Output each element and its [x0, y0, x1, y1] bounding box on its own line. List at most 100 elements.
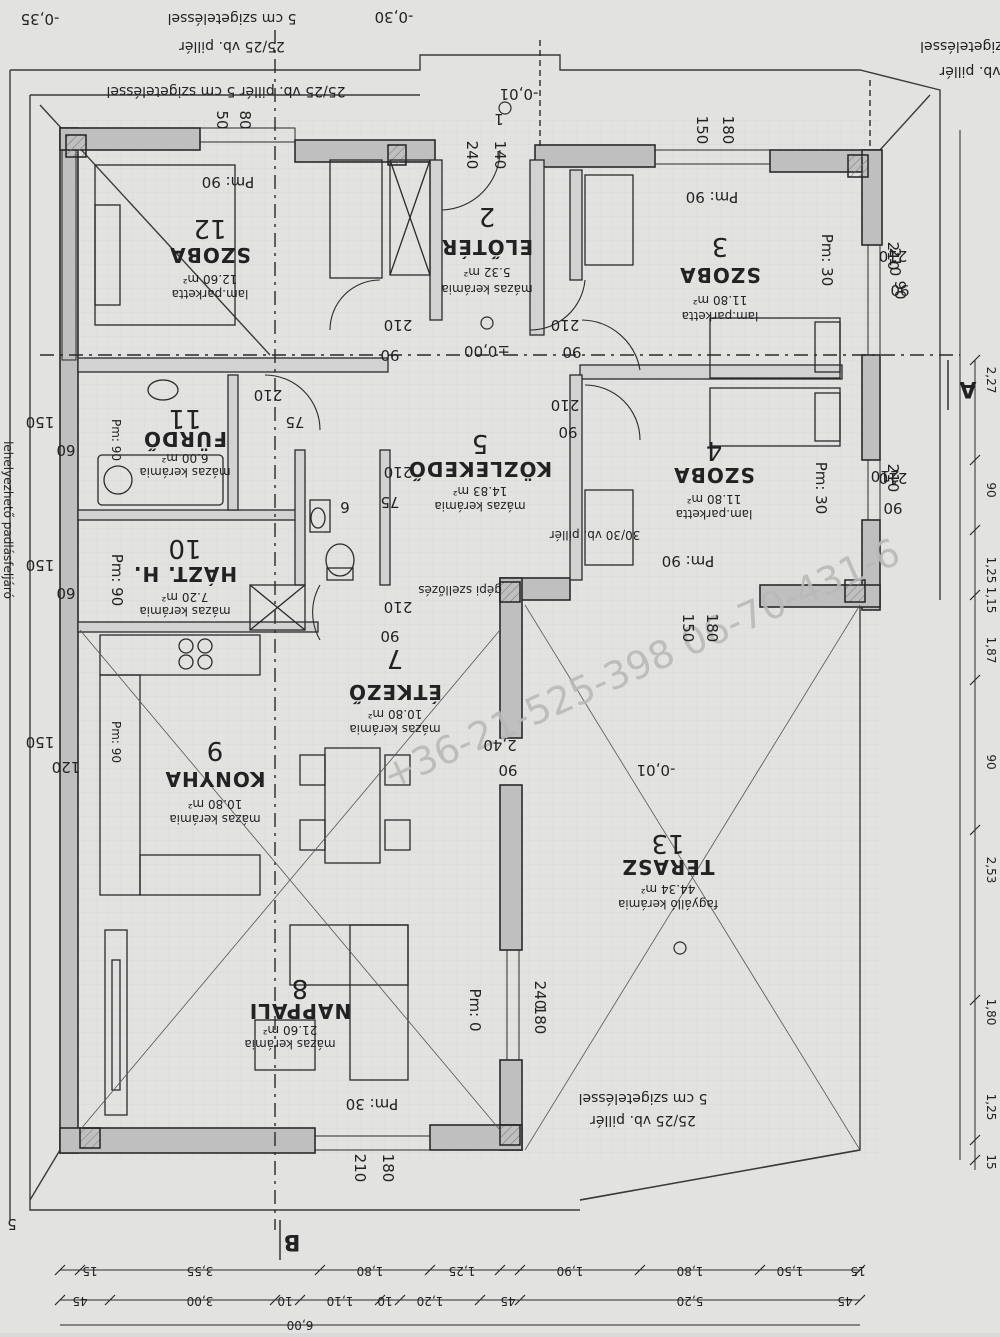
room-13-name: TERASZ — [621, 855, 714, 879]
room-9-area: 10.80 m² — [187, 797, 242, 811]
terrace-insulation-note: 5 cm szigeteléssel — [579, 1090, 708, 1106]
door-dim-d50: 50 — [213, 110, 231, 129]
room-10-floor: mázas kerámia — [139, 604, 230, 618]
room-9-number: 9 — [207, 735, 224, 765]
door-dim-d150b: 150 — [679, 614, 697, 643]
door-dim-d210e: 210 — [384, 463, 413, 481]
right-dim-9: 15 — [984, 1154, 998, 1169]
room-7-number: 7 — [387, 643, 404, 673]
right-dim-0: 2,27 — [984, 367, 998, 394]
tick-r1-2 — [314, 1264, 326, 1276]
room-9-floor: mázas kerámia — [169, 812, 260, 826]
door-dim-d180b: 180 — [703, 614, 721, 643]
room-6-number: 6 — [340, 498, 350, 516]
tick-r2-5 — [394, 1294, 406, 1306]
interior-level: ±0,00 — [464, 342, 510, 360]
tick-r-5 — [969, 824, 981, 836]
door-dim-d90f: 90 — [890, 281, 909, 299]
room-5-number: 5 — [472, 428, 489, 458]
tick-r1-0 — [54, 1264, 66, 1276]
tick-r1-6 — [634, 1264, 646, 1276]
bottom-dim-row2-0: 45 — [72, 1294, 87, 1308]
right-dim-4: 1,87 — [984, 637, 998, 664]
right-insulation-note: szigeteléssel — [920, 38, 1000, 54]
columns — [65, 134, 869, 1149]
tick-r1-1 — [74, 1264, 86, 1276]
left-bottom-label: 5 — [7, 1215, 17, 1233]
door-dim-d210i: 210 — [879, 247, 908, 265]
room-5-name: KÖZLEKEDŐ — [408, 457, 552, 481]
door-dim-r90a: 90 — [891, 280, 909, 299]
door-dim-d180a: 180 — [719, 116, 737, 145]
room-2-area: 5.32 m² — [463, 265, 510, 279]
door-dim-w150b: 150 — [26, 556, 55, 574]
tick-r-6 — [969, 994, 981, 1006]
bottom-dim-row1-7: 15 — [850, 1264, 865, 1278]
door-dim-w120: 120 — [52, 758, 81, 776]
tick-r-3 — [969, 589, 981, 601]
right-dim-6: 2,53 — [984, 857, 998, 884]
pillar-30-note: 30/30 vb. pillér — [550, 528, 641, 542]
bottom-dim-row2-2: 10 — [277, 1294, 292, 1308]
room-1-number: 1 — [494, 110, 504, 128]
door-dim-d210a: 210 — [384, 316, 413, 334]
door-dim-d90b: 90 — [562, 343, 581, 361]
interior-walls — [77, 159, 843, 633]
door-dim-w60b: 60 — [56, 584, 75, 602]
tick-r2-6 — [474, 1294, 486, 1306]
tick-r-0 — [969, 354, 981, 366]
terrace-diagonals — [79, 604, 861, 1151]
tick-r-7 — [969, 1134, 981, 1146]
top-insulation: 5 cm szigeteléssel — [168, 10, 297, 26]
room-10-number: 10 — [168, 533, 201, 563]
bottom-dim-row2-5: 1,20 — [417, 1294, 444, 1308]
tick-r-2 — [969, 524, 981, 536]
dimension-lines — [60, 130, 976, 1326]
door-dim-d2_40a: 2,40 — [483, 736, 516, 754]
room-9-pm: Pm: 90 — [109, 721, 123, 763]
tick-r2-1 — [104, 1294, 116, 1306]
room-11-floor: mázas kerámia — [139, 465, 230, 479]
living-pm0: Pm: 0 — [466, 988, 484, 1031]
bottom-dim-row1-1: 3,55 — [187, 1264, 214, 1278]
door-dim-d210g: 210 — [886, 248, 904, 277]
room-3-pm30: Pm: 30 — [818, 234, 836, 287]
bottom-dim-row1-2: 1,80 — [357, 1264, 384, 1278]
room-11-name: FÜRDŐ — [143, 427, 227, 451]
room-8-floor: mázas kerámia — [244, 1037, 335, 1051]
right-dim-7: 1,80 — [984, 999, 998, 1026]
tick-r-8 — [969, 1154, 981, 1166]
right-dim-8: 1,25 — [984, 1094, 998, 1121]
gepi-szellozes-note: gépi szellőzés — [418, 583, 502, 597]
tick-r2-0 — [54, 1294, 66, 1306]
door-dim-d210d: 210 — [551, 396, 580, 414]
fixtures — [94, 159, 841, 1116]
tick-r1-5 — [514, 1264, 526, 1276]
tick-r1-7 — [754, 1264, 766, 1276]
door-dim-d240: 240 — [463, 141, 481, 170]
door-dim-r210b: 210 — [879, 469, 908, 487]
room-3-area: 11.80 m² — [692, 293, 747, 307]
room-7-floor: mázas kerámia — [349, 722, 440, 736]
terrace-pillar-note: 25/25 vb. pillér — [590, 1112, 696, 1128]
level-left: -0,35 — [21, 10, 60, 28]
room-13-area: 44.34 m² — [640, 882, 695, 896]
door-dim-d75b: 75 — [380, 493, 399, 511]
right-dim-3: 1,15 — [984, 587, 998, 614]
room-3-pm: Pm: 90 — [686, 188, 739, 206]
top-pillar: 25/25 vb. pillér — [179, 38, 285, 54]
door-dim-d210h: 210 — [871, 467, 900, 485]
bottom-dim-row1-0: 15 — [82, 1264, 97, 1278]
room-8-name: NAPPALI — [249, 999, 351, 1023]
door-dim-d180c: 180 — [531, 1006, 549, 1035]
room-12-area: 12.60 m² — [182, 272, 237, 286]
door-dim-d90d: 90 — [380, 627, 399, 645]
door-dim-r90b: 90 — [883, 499, 902, 517]
right-dim-5: 90 — [984, 754, 998, 769]
left-edge-note: lehelyezhető padlásfeljáró — [1, 441, 15, 599]
